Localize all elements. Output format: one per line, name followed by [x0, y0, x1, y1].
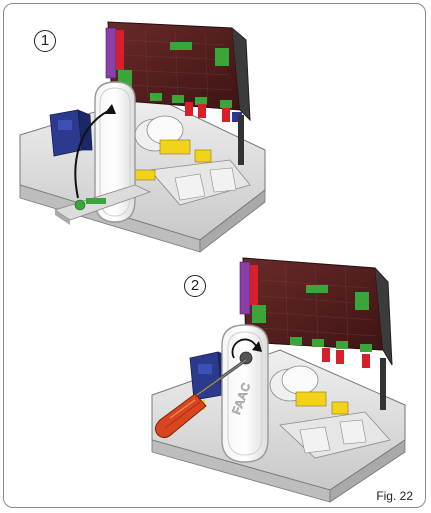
screwdriver-icon — [154, 358, 247, 439]
step-number-2: 2 — [184, 275, 206, 297]
circuit-board — [105, 21, 251, 122]
transformer — [134, 115, 212, 181]
transformer — [269, 365, 349, 415]
figure-caption: Fig. 22 — [376, 489, 413, 503]
circuit-board — [239, 257, 393, 368]
rotate-arrow-icon — [231, 338, 262, 359]
cover-plate-lifted — [54, 81, 152, 225]
cover-plate-installed: FAAC — [221, 324, 269, 463]
curved-arrow-icon — [74, 104, 116, 199]
scene-step-2: FAAC — [151, 257, 406, 503]
scene-step-1 — [19, 21, 266, 253]
step-number-1: 1 — [34, 30, 56, 52]
